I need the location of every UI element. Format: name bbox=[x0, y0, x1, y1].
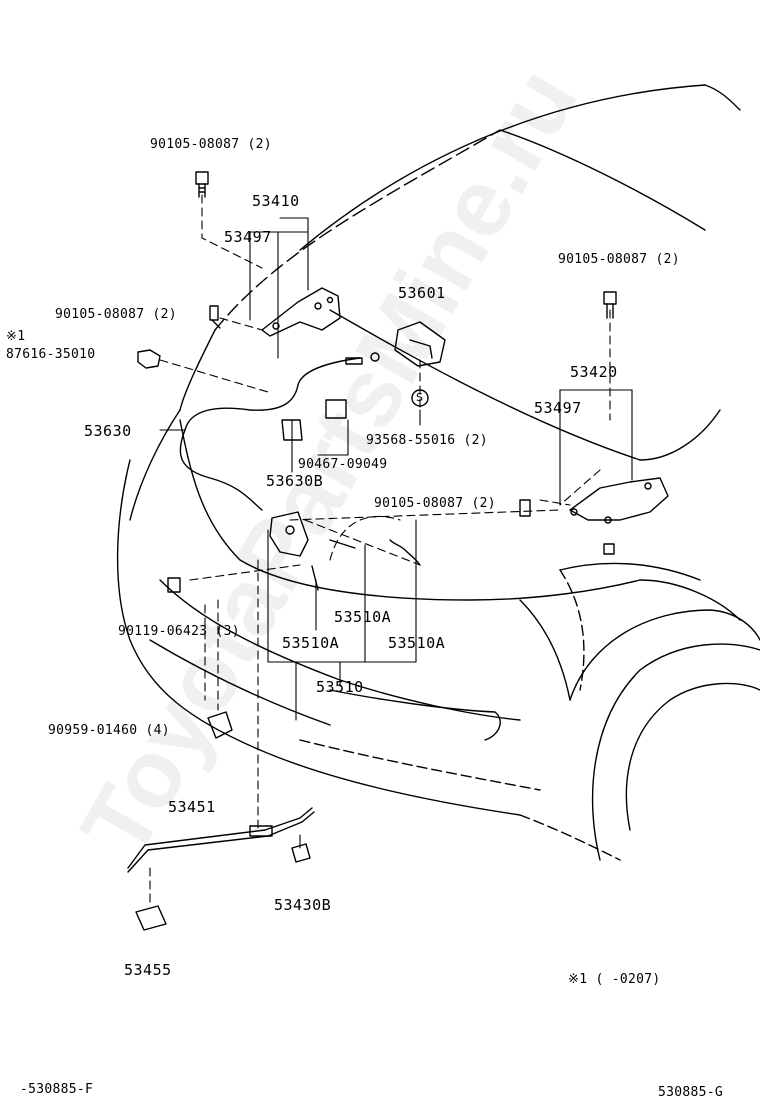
holder-53455 bbox=[135, 905, 167, 931]
bolt-top-left bbox=[195, 171, 209, 198]
label-hinge-53497-left: 53497 bbox=[224, 228, 272, 246]
car-body-outline bbox=[116, 84, 760, 861]
label-clip-90959: 90959-01460 (4) bbox=[48, 723, 170, 738]
grille-line bbox=[329, 689, 501, 741]
leader-lines bbox=[149, 194, 633, 906]
bolt-mid-right bbox=[519, 499, 531, 517]
support-rod-53451 bbox=[127, 807, 315, 873]
clip-90959 bbox=[207, 711, 233, 739]
screw-symbol-letter: S bbox=[416, 391, 423, 404]
label-clamp-53630b: 53630B bbox=[266, 472, 324, 490]
label-spring-53510a-3: 53510A bbox=[388, 634, 446, 652]
bolt-90119 bbox=[167, 577, 181, 593]
bolt-mid-left bbox=[209, 305, 221, 329]
label-bolt-90119: 90119-06423 (3) bbox=[118, 624, 240, 639]
label-spring-53510a-1: 53510A bbox=[334, 608, 392, 626]
grommet-53430b bbox=[291, 843, 311, 863]
roof-line bbox=[299, 84, 706, 251]
clamp-90467 bbox=[281, 399, 347, 441]
wheel-arch bbox=[569, 609, 760, 701]
label-grommet-53430b: 53430B bbox=[274, 896, 332, 914]
bolt-top-right bbox=[603, 291, 617, 319]
hood-leading-edge bbox=[214, 129, 501, 331]
label-bolt-top-right: 90105-08087 (2) bbox=[558, 252, 680, 267]
tire-outline bbox=[591, 643, 760, 861]
label-hinge-53497-right: 53497 bbox=[534, 399, 582, 417]
fender-line bbox=[639, 579, 741, 621]
label-bolt-top-left: 90105-08087 (2) bbox=[150, 137, 272, 152]
hood-release-cable bbox=[179, 352, 380, 511]
label-bolt-mid-right: 90105-08087 (2) bbox=[374, 496, 496, 511]
latch-assembly bbox=[269, 511, 421, 591]
diagram-id-right: 530885-G bbox=[658, 1085, 724, 1100]
label-rod-53451: 53451 bbox=[168, 798, 216, 816]
label-assy-53410: 53410 bbox=[252, 192, 300, 210]
windshield-line bbox=[499, 129, 706, 231]
label-screw-93568: 93568-55016 (2) bbox=[366, 433, 488, 448]
label-bolt-mid-left: 90105-08087 (2) bbox=[55, 307, 177, 322]
hood-rear-edge bbox=[329, 309, 641, 461]
wheel-rim bbox=[625, 682, 760, 831]
hinge-left bbox=[261, 287, 341, 337]
label-clip-87616: 87616-35010 bbox=[6, 347, 96, 362]
bumper-outline bbox=[116, 459, 521, 816]
clip-87616 bbox=[137, 349, 161, 369]
label-latch-53510: 53510 bbox=[316, 678, 364, 696]
hood-front-line bbox=[179, 419, 641, 601]
label-spring-53510a-2: 53510A bbox=[282, 634, 340, 652]
note-range: ※1 ( -0207) bbox=[568, 972, 661, 987]
screw-symbol bbox=[411, 389, 429, 407]
label-clamp-90467: 90467-09049 bbox=[298, 457, 388, 472]
label-lock-53601: 53601 bbox=[398, 284, 446, 302]
hood-lock-53601 bbox=[394, 321, 446, 367]
label-assy-53420: 53420 bbox=[570, 363, 618, 381]
label-cable-53630: 53630 bbox=[84, 422, 132, 440]
label-note-ref-left: ※1 bbox=[6, 329, 26, 344]
diagram-id-left: -530885-F bbox=[20, 1082, 94, 1097]
hinge-right bbox=[569, 477, 669, 555]
label-holder-53455: 53455 bbox=[124, 961, 172, 979]
